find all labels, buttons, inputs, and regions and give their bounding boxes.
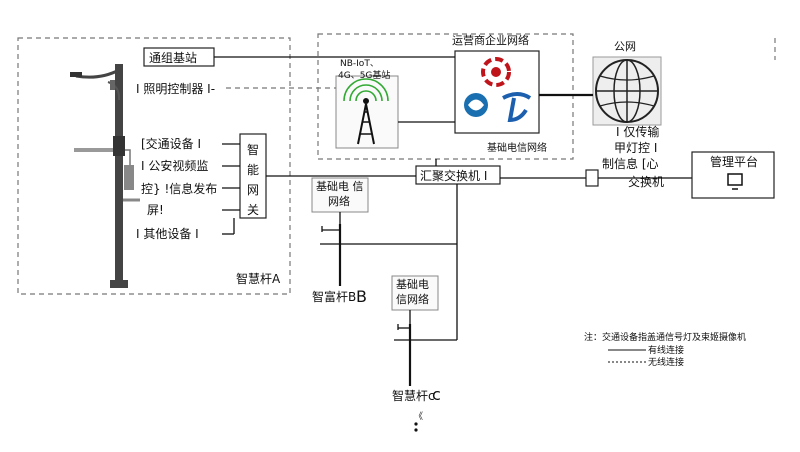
- traffic-device-label: [交通设备 I: [141, 136, 201, 151]
- note-wired: 有线连接: [648, 344, 684, 356]
- street-light-pole-icon: [70, 64, 140, 288]
- info-release-label: 控} !信息发布: [141, 181, 217, 196]
- transmit-note-2: 甲灯控 I: [614, 141, 657, 155]
- operator-logo-box: [454, 50, 540, 134]
- operator-net-label: 运营商企业网络: [452, 33, 529, 47]
- pole-c-icon: [397, 324, 412, 386]
- pole-a-label: 智慧杆A: [236, 271, 281, 286]
- pole-b-letter: B: [356, 287, 367, 306]
- base-net-mid-label-2: 网络: [328, 194, 350, 208]
- computer-icon: [727, 173, 743, 190]
- dot-1: [414, 422, 418, 426]
- base-station-label-1: NB-IoT、: [340, 59, 379, 69]
- gateway-char-4: 关: [247, 203, 259, 217]
- transmit-note-1: I 仅传输: [616, 124, 659, 139]
- gateway-char-3: 网: [247, 183, 259, 197]
- public-net-label: 公网: [614, 40, 636, 53]
- core-switch-device: [585, 169, 599, 187]
- base-net-low-box: [391, 275, 439, 311]
- transmit-note-3: 制信息 [心: [602, 156, 659, 171]
- other-device-label: I 其他设备 I: [136, 227, 199, 241]
- china-telecom-logo-icon: [502, 92, 532, 123]
- base-telecom-top-label: 基础电信网络: [487, 141, 547, 154]
- operator-region: [317, 33, 574, 160]
- bottom-glyph: 《: [414, 411, 423, 422]
- base-net-mid-box: [311, 177, 369, 213]
- pole-b-icon: [321, 224, 342, 286]
- base-net-low-label-2: 信网络: [396, 292, 429, 306]
- china-mobile-logo-icon: [464, 93, 488, 117]
- management-platform-label: 管理平台: [710, 154, 758, 169]
- pole-a-region: [17, 37, 291, 295]
- globe-icon: [592, 56, 662, 126]
- pole-c-label: 智慧杆c: [392, 388, 435, 403]
- note-main: 注：交通设备指盖通信号灯及束姬摄像机: [584, 331, 746, 343]
- pole-c-letter: c: [432, 385, 441, 404]
- lighting-controller-label: I 照明控制器 I-: [136, 82, 215, 96]
- pole-b-label: 智富杆B: [312, 289, 356, 304]
- shared-base-label: 通组基站: [149, 51, 197, 65]
- china-unicom-logo-icon: [481, 57, 511, 87]
- core-switch-label: 交换机: [628, 174, 664, 189]
- aggregation-switch-box: [415, 165, 501, 185]
- dot-2: [414, 428, 418, 432]
- police-video-label: I 公安视频监: [141, 158, 208, 173]
- aggregation-switch-label: 汇聚交换机 I: [420, 168, 487, 183]
- base-net-low-label-1: 基础电: [396, 278, 429, 291]
- management-platform-box: [691, 151, 775, 199]
- base-net-mid-label-1: 基础电 信: [316, 180, 364, 193]
- cell-tower-icon: [343, 78, 389, 145]
- note-wireless: 无线连接: [648, 356, 684, 368]
- gateway-char-2: 能: [247, 163, 259, 177]
- gateway-char-1: 智: [247, 142, 259, 157]
- base-station-label-2: 4G、5G基站: [338, 69, 390, 81]
- screen-label: 屏!: [147, 203, 164, 217]
